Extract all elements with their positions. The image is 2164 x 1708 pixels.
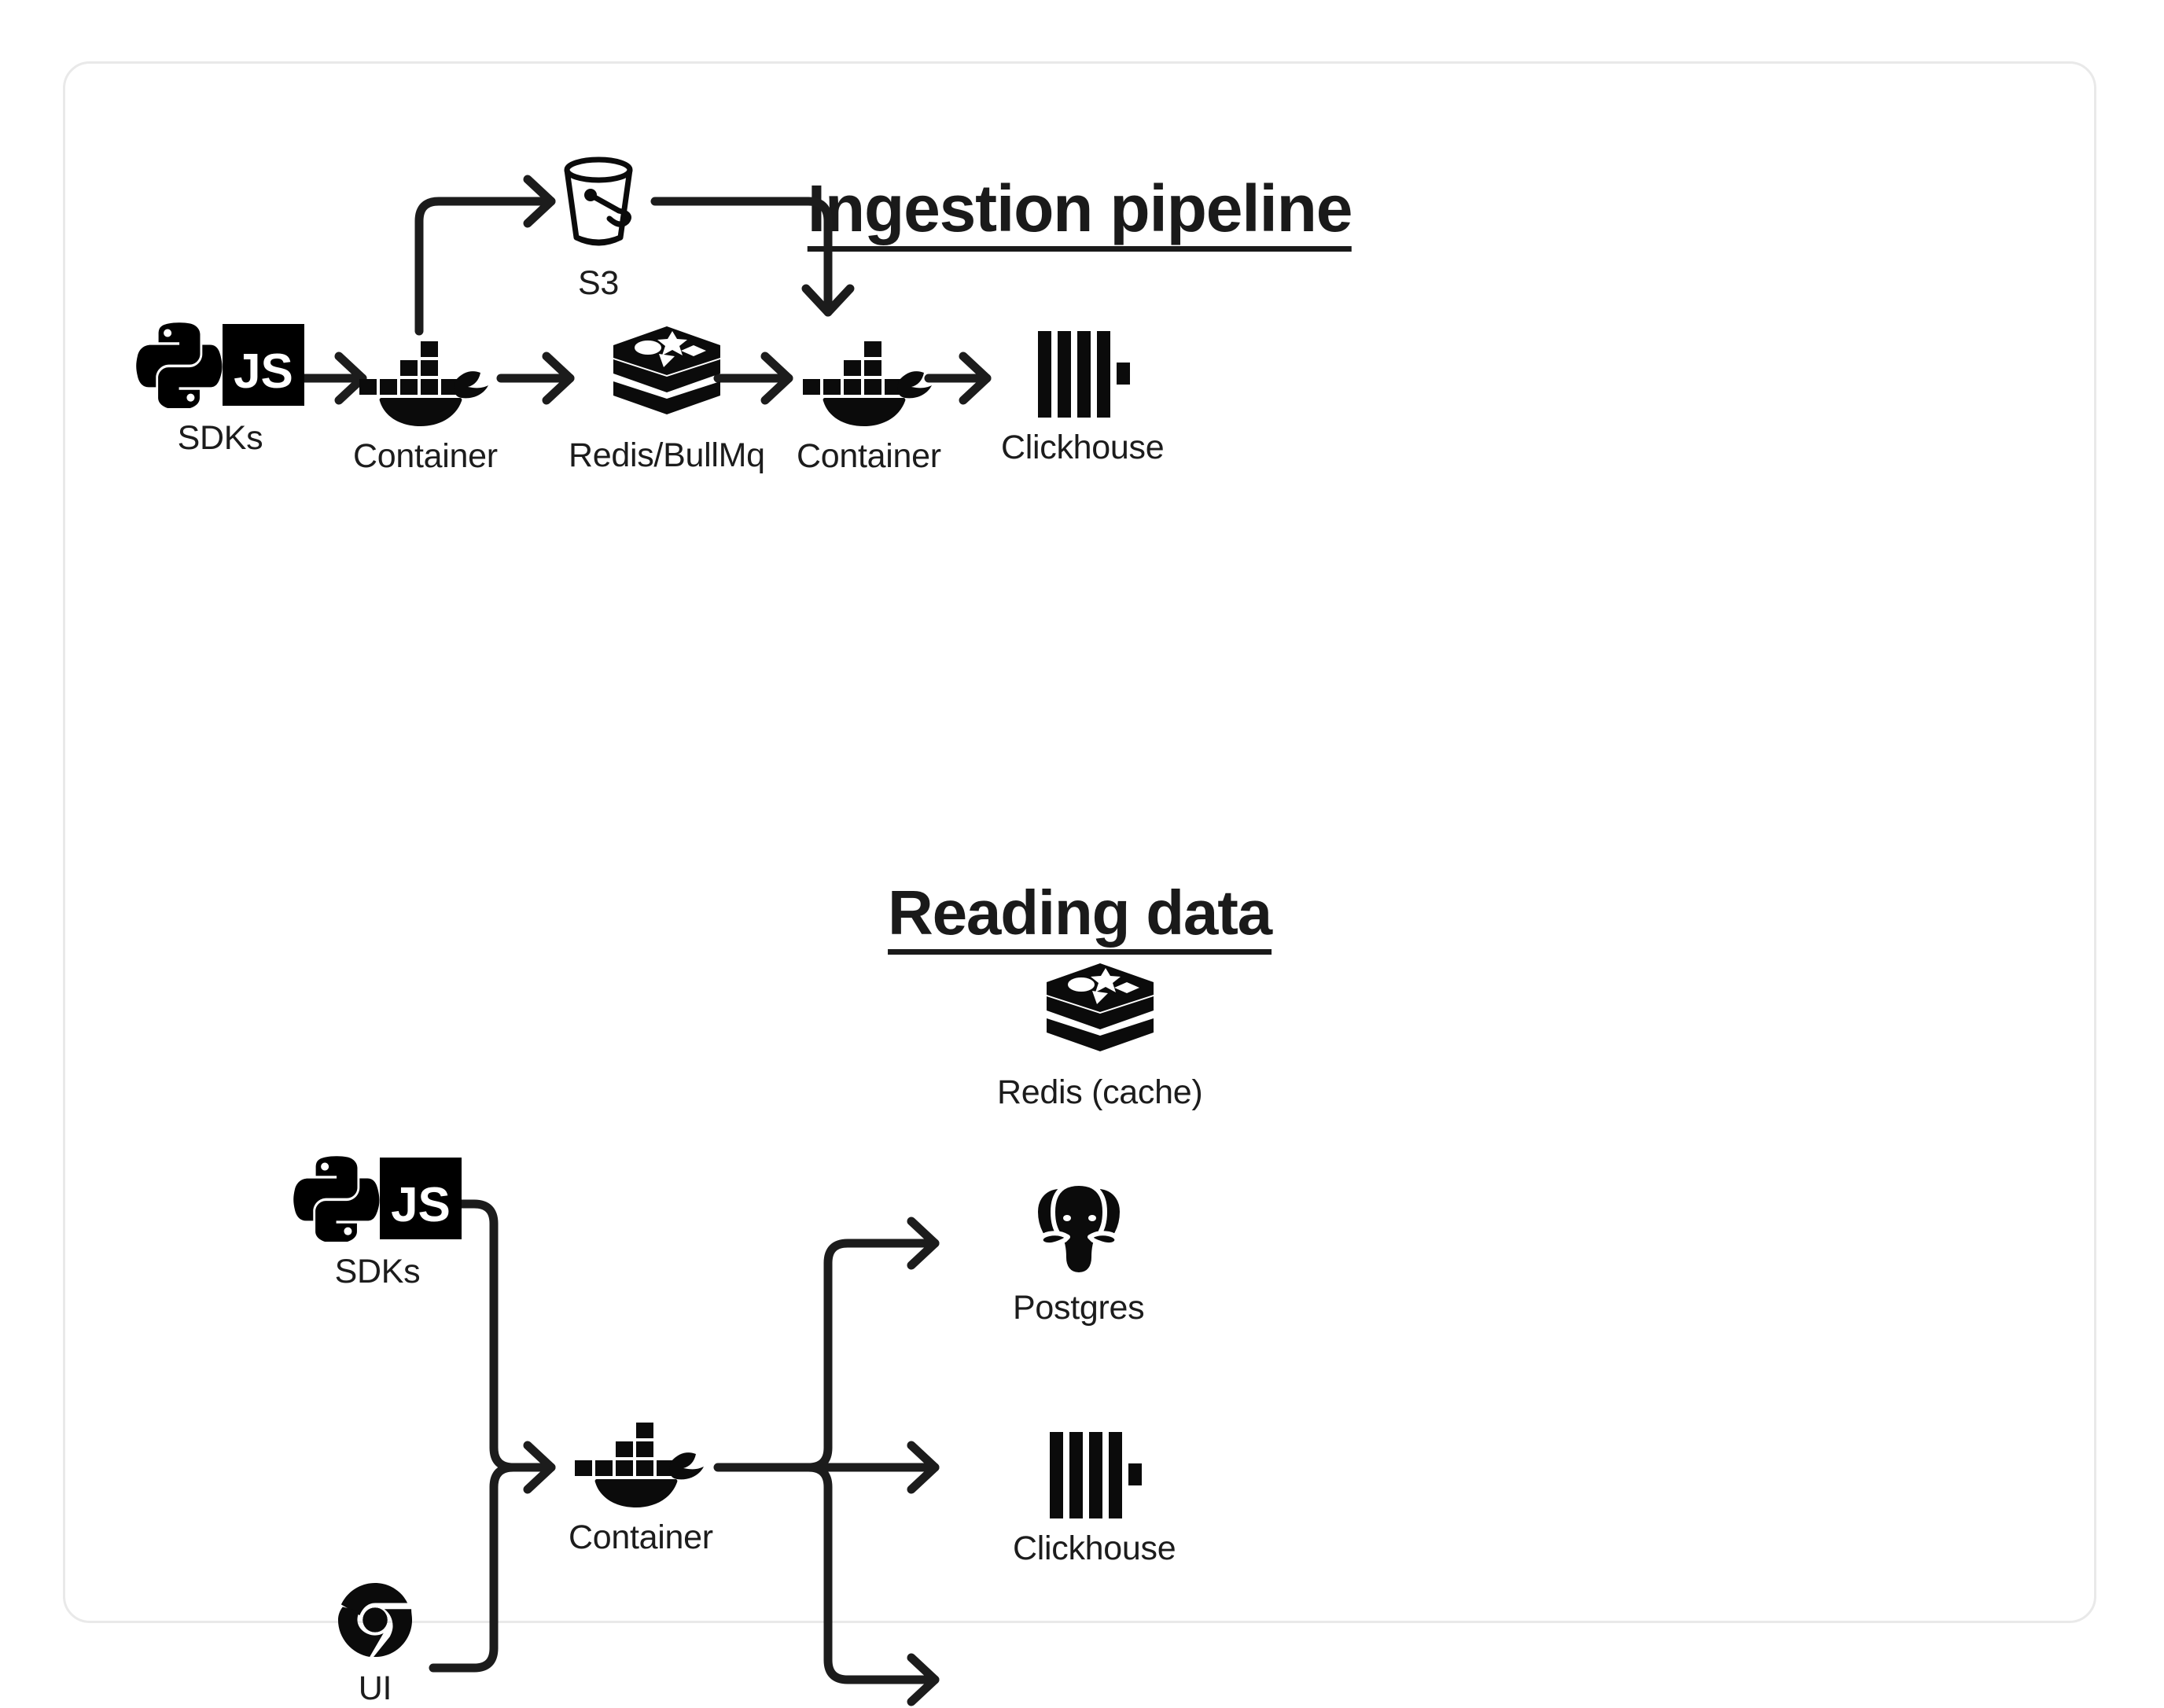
node-label-redis-bullmq: Redis/BullMq bbox=[569, 436, 765, 474]
node-clickhouse-reading[interactable]: Clickhouse bbox=[1013, 1432, 1176, 1568]
javascript-icon-text: JS bbox=[234, 344, 293, 399]
node-clickhouse-ingestion[interactable]: Clickhouse bbox=[1001, 331, 1165, 467]
node-redis-cache[interactable]: Redis (cache) bbox=[997, 960, 1203, 1112]
redis-icon bbox=[610, 323, 723, 425]
node-sdks-ingestion[interactable]: JS SDKs bbox=[136, 322, 304, 458]
clickhouse-icon bbox=[1035, 331, 1131, 418]
node-label-container-2: Container bbox=[797, 437, 941, 475]
edge-container1-to-s3 bbox=[414, 175, 556, 336]
edge-container1-to-redis bbox=[496, 352, 575, 405]
javascript-icon: JS bbox=[223, 324, 304, 406]
python-icon bbox=[293, 1155, 380, 1244]
docker-icon bbox=[359, 335, 491, 426]
docker-icon bbox=[574, 1416, 707, 1507]
edge-container-to-clickhouse bbox=[804, 1463, 940, 1706]
node-container-2[interactable]: Container bbox=[797, 335, 941, 476]
sdks-icon-group: JS bbox=[136, 322, 304, 410]
node-s3[interactable]: S3 bbox=[553, 154, 644, 303]
javascript-icon-text: JS bbox=[391, 1178, 451, 1232]
node-label-postgres: Postgres bbox=[1013, 1289, 1145, 1327]
edge-container-to-postgres bbox=[804, 1441, 940, 1494]
s3-bucket-icon bbox=[553, 154, 644, 253]
python-icon bbox=[136, 322, 223, 410]
edge-container-to-redis-cache bbox=[804, 1217, 940, 1472]
node-label-container-reading: Container bbox=[569, 1518, 713, 1556]
node-ui[interactable]: UI bbox=[337, 1581, 414, 1708]
node-label-sdks: SDKs bbox=[177, 419, 263, 457]
node-label-ui: UI bbox=[358, 1669, 392, 1707]
javascript-icon: JS bbox=[380, 1158, 462, 1239]
ingestion-pipeline-title: Ingestion pipeline bbox=[807, 174, 1352, 252]
node-label-s3: S3 bbox=[578, 264, 619, 302]
node-container-1[interactable]: Container bbox=[353, 335, 498, 476]
node-label-redis-cache: Redis (cache) bbox=[997, 1073, 1203, 1111]
node-label-clickhouse-ingestion: Clickhouse bbox=[1001, 429, 1165, 466]
node-redis-bullmq[interactable]: Redis/BullMq bbox=[569, 323, 765, 475]
node-label-sdks-reading: SDKs bbox=[334, 1253, 421, 1290]
node-container-reading[interactable]: Container bbox=[569, 1416, 713, 1557]
postgres-icon bbox=[1031, 1180, 1127, 1278]
docker-icon bbox=[802, 335, 935, 426]
redis-icon bbox=[1043, 960, 1157, 1062]
node-label-container-1: Container bbox=[353, 437, 498, 475]
sdks-icon-group: JS bbox=[293, 1155, 462, 1244]
node-postgres[interactable]: Postgres bbox=[1013, 1180, 1145, 1327]
reading-data-title: Reading data bbox=[888, 880, 1272, 955]
clickhouse-icon bbox=[1047, 1432, 1143, 1518]
node-label-clickhouse-reading: Clickhouse bbox=[1013, 1529, 1176, 1567]
chrome-icon bbox=[337, 1581, 414, 1658]
edge-ui-to-container bbox=[429, 1441, 556, 1673]
node-sdks-reading[interactable]: JS SDKs bbox=[293, 1155, 462, 1291]
diagram-card: Ingestion pipeline bbox=[63, 61, 2096, 1707]
